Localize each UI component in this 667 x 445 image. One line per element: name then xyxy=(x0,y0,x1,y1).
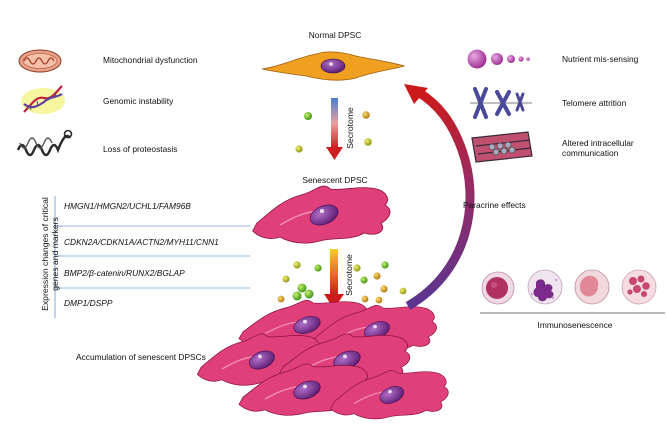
normal-dpsc-label: Normal DPSC xyxy=(308,30,362,40)
hallmark-telomere: Telomere attrition xyxy=(562,98,627,108)
markers-title: Expression changes of critical genes and… xyxy=(40,184,60,324)
secretome-label-2: Secrotome xyxy=(344,254,354,296)
senescent-cell-cluster xyxy=(196,299,449,420)
marker-list-1: HMGN1/HMGN2/UCHL1/FAM96B xyxy=(64,201,191,211)
hallmark-proteostasis: Loss of proteostasis xyxy=(103,144,178,154)
immune-cell-monocyte xyxy=(574,269,610,305)
secretome-particles-2 xyxy=(277,261,407,304)
marker-bracket xyxy=(54,196,62,318)
hallmark-communication: Altered intracellular communication xyxy=(562,138,634,158)
marker-list-3: BMP2/β-catenin/RUNX2/BGLAP xyxy=(64,268,185,278)
normal-dpsc-cell xyxy=(261,51,406,81)
paracrine-arrow xyxy=(404,84,475,310)
hallmark-mitochondrial: Mitochondrial dysfunction xyxy=(103,55,198,65)
chromosome-icon xyxy=(470,87,532,119)
marker-dividers xyxy=(62,225,250,289)
secretome-arrow-2 xyxy=(324,249,344,309)
secretome-particles-1 xyxy=(295,111,372,153)
accumulation-label: Accumulation of senescent DPSCs xyxy=(76,352,206,362)
immune-cell-basophil xyxy=(621,269,657,305)
mitochondrion-icon xyxy=(18,49,62,73)
secretome-label-1: Secrotome xyxy=(345,107,355,149)
senescent-dpsc-label: Senescent DPSC xyxy=(302,175,368,185)
secretome-arrow-1 xyxy=(326,98,343,160)
dna-helix-icon xyxy=(21,85,65,114)
hallmark-nutrient: Nutrient mis-sensing xyxy=(562,54,639,64)
immune-cell-neutrophil xyxy=(527,269,563,305)
coiled-protein-icon xyxy=(16,129,73,157)
hallmark-communication-line2: communication xyxy=(562,148,619,158)
nutrient-spheres-icon xyxy=(467,49,530,69)
marker-list-4: DMP1/DSPP xyxy=(64,298,113,308)
senescent-dpsc-cell xyxy=(251,185,391,244)
immune-cell-lymphocyte xyxy=(481,271,515,305)
cell-junction-icon xyxy=(471,131,533,163)
hallmark-communication-line1: Altered intracellular xyxy=(562,138,634,148)
marker-list-2: CDKN2A/CDKN1A/ACTN2/MYH11/CNN1 xyxy=(64,237,219,247)
markers-title-line1: Expression changes of critical xyxy=(40,197,50,311)
markers-title-line2: genes and markers xyxy=(50,217,60,291)
immunosenescence-label: Immunosenescence xyxy=(537,320,613,330)
hallmark-genomic: Genomic instability xyxy=(103,96,174,106)
paracrine-label: Paracrine effects xyxy=(463,200,526,210)
